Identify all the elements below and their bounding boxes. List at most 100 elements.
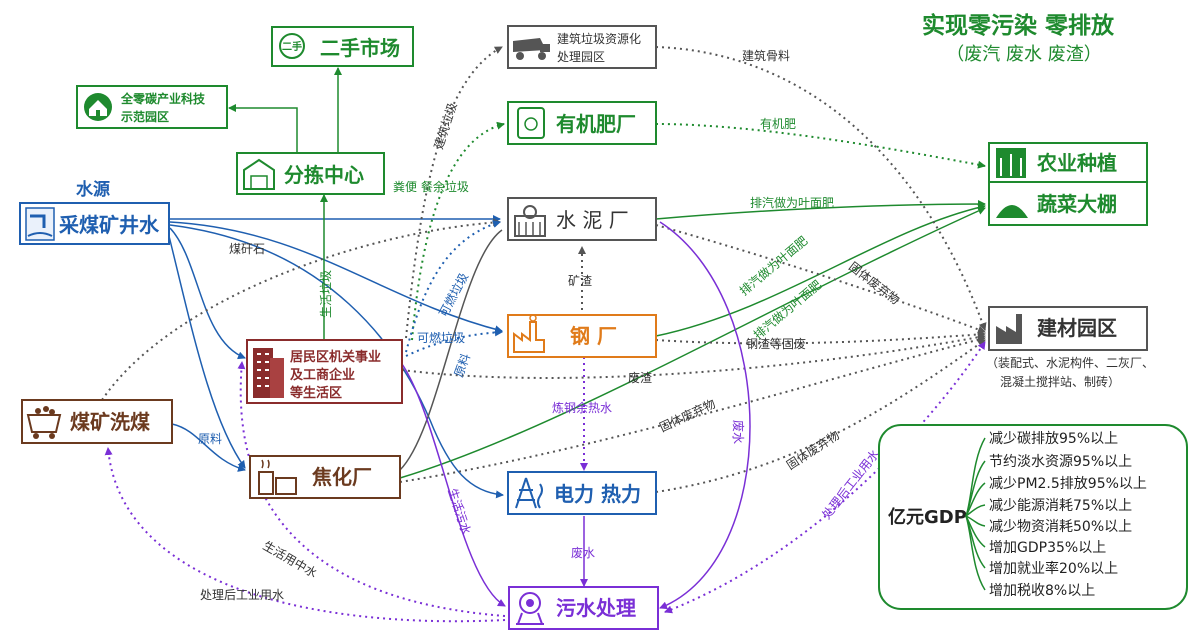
label-waste-water-1: 废水	[731, 420, 746, 444]
warehouse-icon	[243, 158, 275, 190]
edge-sorting-zerocarbon	[228, 104, 298, 152]
sorting-center-label: 分拣中心	[284, 163, 364, 187]
label-waste-water-2: 废水	[571, 545, 595, 560]
node-sewage-treatment: 污水处理	[508, 586, 659, 630]
edge-residential-construction	[405, 46, 503, 339]
edge-steel-greenhouse	[655, 203, 986, 337]
node-power-heat: 电力 热力	[507, 471, 657, 515]
coal-washing-label: 煤矿洗煤	[70, 410, 150, 434]
cement-factory-icon	[514, 205, 546, 237]
steel-factory-icon	[513, 314, 545, 353]
label-construction-garbage: 建筑垃圾	[431, 101, 460, 151]
power-tower-icon	[515, 477, 543, 509]
label-domestic-sewage: 生活污水	[445, 487, 473, 537]
label-manure-food-waste: 粪便 餐余垃圾	[393, 179, 469, 194]
label-steel-slag: 钢渣等固废	[746, 336, 806, 351]
gdp-item: 减少物资消耗50%以上	[989, 519, 1132, 535]
edge-organic-agri	[655, 123, 986, 169]
node-coal-mine-water: 采煤矿井水	[19, 202, 170, 245]
edge-minewater-power	[169, 224, 504, 499]
cement-plant-label: 水 泥 厂	[556, 208, 629, 232]
edge-cement-buildmat	[655, 224, 986, 334]
edge-residential-cement	[405, 220, 501, 353]
construction-line1: 建筑垃圾资源化	[557, 31, 641, 46]
node-residential: 居民区机关事业 及工商企业 等生活区	[246, 339, 403, 404]
edge-coalwash-coking	[171, 423, 246, 472]
node-second-hand-market: 二手 二手市场	[271, 26, 414, 67]
agriculture-label: 农业种植	[1036, 151, 1117, 175]
greenhouse-label: 蔬菜大棚	[1037, 192, 1117, 216]
power-heat-label: 电力 热力	[554, 482, 641, 506]
node-coal-washing: 煤矿洗煤	[21, 399, 173, 444]
label-exhaust-foliar-1: 排汽做为叶面肥	[750, 195, 834, 210]
edge-minewater-coking	[167, 231, 246, 469]
main-title: 实现零污染 零排放	[922, 12, 1115, 39]
gdp-item: 增加GDP35%以上	[989, 540, 1106, 556]
dump-truck-icon	[513, 38, 550, 60]
residential-line1: 居民区机关事业	[290, 349, 381, 365]
label-domestic-reclaimed-water: 生活用中水	[261, 538, 320, 581]
building-icon	[253, 348, 284, 398]
label-combustible-garbage-2: 可燃垃圾	[417, 330, 465, 345]
label-solid-waste-3: 固体废弃物	[783, 427, 842, 472]
residential-line2: 及工商企业	[290, 367, 355, 383]
node-steel-plant: 钢 厂	[507, 314, 657, 358]
edge-steel-buildmat	[655, 330, 986, 345]
label-raw-material-2: 原料	[452, 352, 473, 379]
label-waste-slag: 废渣	[628, 370, 652, 385]
node-construction-waste: 建筑垃圾资源化 处理园区	[507, 25, 657, 69]
gdp-item: 增加就业率20%以上	[989, 560, 1118, 577]
label-slag: 矿渣	[568, 274, 592, 288]
gdp-label: 亿元GDP	[888, 506, 967, 528]
sewage-treatment-label: 污水处理	[556, 596, 636, 620]
coal-mine-water-label: 采煤矿井水	[59, 213, 160, 237]
label-exhaust-foliar-2: 排汽做为叶面肥	[736, 233, 810, 298]
node-zero-carbon-park: 全零碳产业科技 示范园区	[76, 85, 228, 129]
label-steelmaking-waste-heat-water: 炼钢余热水	[552, 400, 612, 415]
gdp-items: 减少碳排放95%以上节约淡水资源95%以上减少PM2.5排放95%以上减少能源消…	[989, 431, 1147, 599]
label-treated-industrial-water-2: 处理后工业用水	[819, 447, 882, 522]
coking-factory-icon	[258, 459, 297, 495]
edge-sewage-coalwash	[104, 447, 506, 623]
node-cement-plant: 水 泥 厂	[507, 197, 657, 241]
label-solid-waste-1: 固体废弃物	[846, 259, 903, 308]
water-source-label: 水源	[76, 179, 110, 200]
svg-text:二手: 二手	[282, 40, 302, 53]
greenhouse-icon	[996, 205, 1028, 218]
title-block: 实现零污染 零排放 （废汽 废水 废渣）	[922, 12, 1115, 65]
coking-plant-label: 焦化厂	[312, 465, 372, 489]
node-greenhouse: 蔬菜大棚	[988, 181, 1148, 226]
second-hand-market-label: 二手市场	[320, 36, 400, 60]
node-organic-fertilizer: 有机肥厂	[507, 101, 657, 145]
gdp-item: 减少PM2.5排放95%以上	[989, 476, 1147, 492]
node-coking-plant: 焦化厂	[249, 455, 401, 499]
label-solid-waste-2: 固体废弃物	[657, 396, 718, 435]
house-leaf-icon	[84, 93, 112, 121]
label-coal-gangue: 煤矸石	[229, 242, 265, 256]
gdp-item: 减少碳排放95%以上	[989, 431, 1118, 447]
second-hand-icon: 二手	[279, 33, 305, 59]
edge-cement-greenhouse	[655, 200, 986, 220]
label-raw-material-1: 原料	[198, 432, 222, 446]
label-construction-aggregate: 建筑骨料	[742, 48, 790, 63]
node-agriculture: 农业种植	[988, 142, 1148, 183]
sub-title: （废汽 废水 废渣）	[946, 44, 1101, 65]
label-exhaust-foliar-3: 排汽做为叶面肥	[750, 277, 824, 342]
steel-plant-label: 钢 厂	[570, 324, 617, 348]
gdp-item: 节约淡水资源95%以上	[989, 454, 1132, 470]
building-materials-note-line1: （装配式、水泥构件、二灰厂、	[986, 355, 1154, 370]
water-pipe-icon	[25, 207, 55, 241]
building-materials-note-line2: 混凝土搅拌站、制砖）	[1000, 374, 1120, 389]
zero-carbon-line1: 全零碳产业科技	[120, 91, 206, 106]
edge-minewater-residential	[169, 227, 246, 360]
edge-residential-organic	[411, 121, 505, 341]
label-domestic-garbage: 生活垃圾	[318, 270, 333, 318]
gdp-bracket	[965, 437, 986, 591]
crop-icon	[996, 148, 1026, 178]
label-organic-fertilizer: 有机肥	[760, 117, 796, 131]
gdp-item: 减少能源消耗75%以上	[989, 498, 1132, 514]
mine-cart-icon	[26, 406, 62, 439]
gdp-item: 增加税收8%以上	[989, 583, 1095, 599]
organic-fertilizer-label: 有机肥厂	[556, 112, 636, 136]
